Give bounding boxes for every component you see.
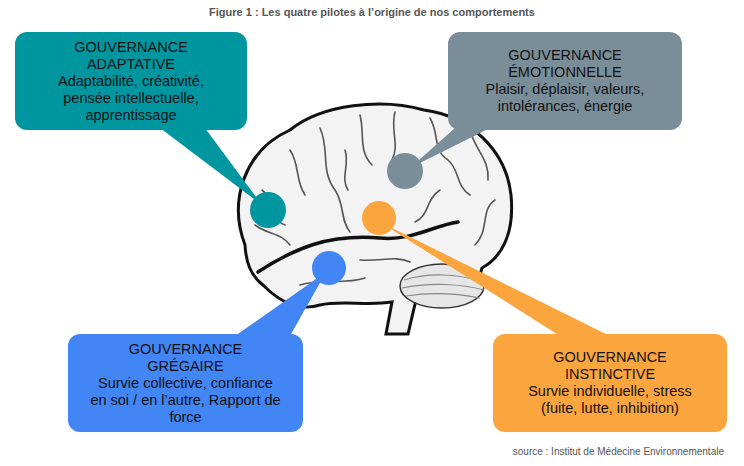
box-body: Adaptabilité, créativité, pensée intelle… bbox=[45, 73, 217, 124]
box-body: Survie individuelle, stress (fuite, lutt… bbox=[513, 383, 707, 417]
callout-box: GOUVERNANCE ADAPTATIVEAdaptabilité, créa… bbox=[15, 32, 247, 130]
box-heading: GOUVERNANCE ADAPTATIVE bbox=[49, 39, 214, 73]
callout-pointer bbox=[235, 272, 326, 336]
callout-pointer bbox=[410, 128, 490, 168]
source-note: source : Institut de Médecine Environnem… bbox=[513, 446, 724, 457]
box-heading: GOUVERNANCE ÉMOTIONNELLE bbox=[483, 47, 648, 81]
region-dot bbox=[387, 153, 423, 189]
box-body: Plaisir, déplaisir, valeurs, intolérance… bbox=[474, 81, 656, 115]
brain-sulci bbox=[255, 112, 495, 285]
callout-pointer bbox=[160, 128, 262, 205]
box-heading: GOUVERNANCE GRÉGAIRE bbox=[103, 341, 268, 375]
region-dot bbox=[362, 201, 396, 235]
callout-box: GOUVERNANCE ÉMOTIONNELLEPlaisir, déplais… bbox=[448, 32, 682, 130]
figure-title: Figure 1 : Les quatre pilotes à l’origin… bbox=[0, 6, 744, 18]
callout-box: GOUVERNANCE INSTINCTIVESurvie individuel… bbox=[493, 334, 727, 432]
box-body: Survie collective, confiance en soi / en… bbox=[88, 375, 283, 426]
callout-box: GOUVERNANCE GRÉGAIRESurvie collective, c… bbox=[68, 334, 303, 432]
region-dot bbox=[312, 251, 346, 285]
box-heading: GOUVERNANCE INSTINCTIVE bbox=[528, 349, 693, 383]
brain-outline bbox=[239, 104, 512, 334]
callout-pointer bbox=[380, 222, 610, 336]
region-dot bbox=[250, 192, 286, 228]
